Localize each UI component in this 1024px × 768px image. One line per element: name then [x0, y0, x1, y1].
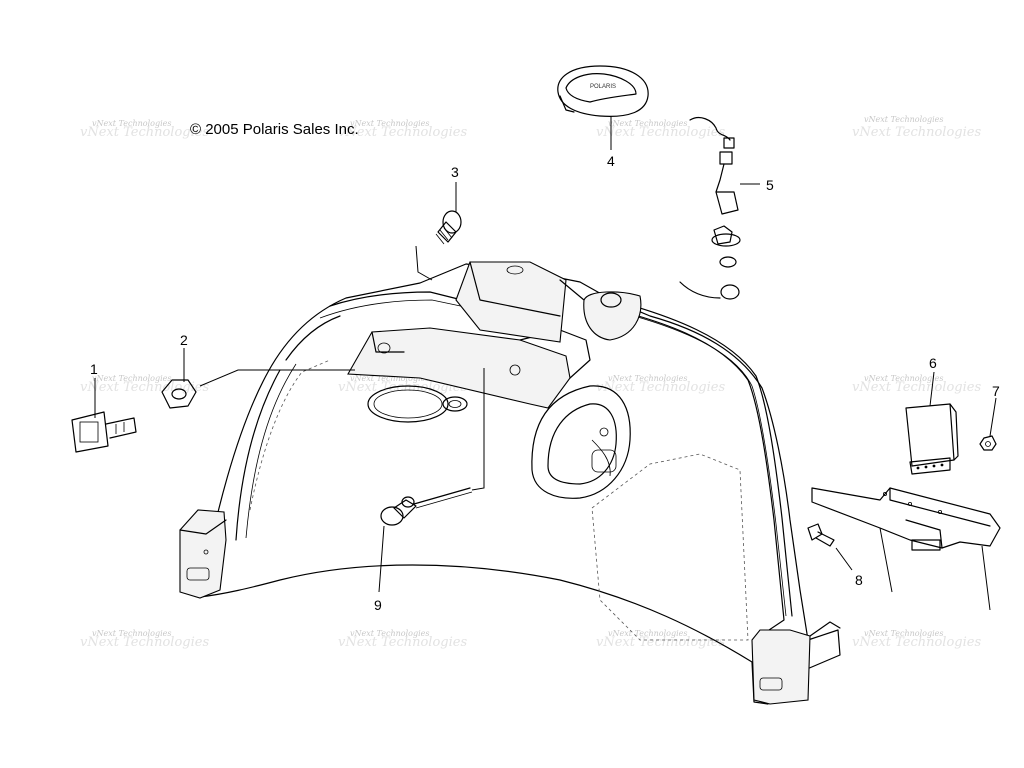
watermark-group: vNext Technologies vNext Technologies vN…: [80, 115, 981, 650]
bracket-and-bolt-part: [807, 487, 1001, 611]
callout-9: 9: [374, 597, 382, 613]
svg-text:vNext Technologies: vNext Technologies: [608, 629, 687, 638]
callout-1: 1: [90, 361, 98, 377]
rear-cowl-body: [179, 261, 841, 705]
svg-text:vNext Technologies: vNext Technologies: [852, 380, 981, 395]
strap-brand-mark: POLARIS: [590, 84, 616, 90]
svg-text:vNext Technologies: vNext Technologies: [350, 119, 429, 128]
watermark-mid-right: vNext Technologies vNext Technologies: [852, 374, 981, 395]
watermark-bottom-center: vNext Technologies vNext Technologies: [338, 629, 467, 650]
leader-lines: [94, 116, 997, 593]
watermark-bottom-right: vNext Technologies vNext Technologies: [852, 629, 981, 650]
svg-text:vNext Technologies: vNext Technologies: [80, 125, 209, 140]
callout-6: 6: [929, 355, 937, 371]
svg-text:vNext Technologies: vNext Technologies: [608, 119, 687, 128]
svg-text:vNext Technologies: vNext Technologies: [92, 374, 171, 383]
svg-text:vNext Technologies: vNext Technologies: [864, 374, 943, 383]
watermark-bottom-mid: vNext Technologies vNext Technologies: [596, 629, 725, 650]
copyright-text: © 2005 Polaris Sales Inc.: [190, 121, 359, 138]
small-nut-part: [979, 435, 997, 451]
callout-7: 7: [992, 383, 1000, 399]
svg-text:vNext Technologies: vNext Technologies: [596, 125, 725, 140]
callout-2: 2: [180, 332, 188, 348]
svg-text:vNext Technologies: vNext Technologies: [338, 125, 467, 140]
svg-text:vNext Technologies: vNext Technologies: [338, 635, 467, 650]
svg-text:vNext Technologies: vNext Technologies: [608, 374, 687, 383]
callout-3: 3: [451, 164, 459, 180]
watermark-top-mid: vNext Technologies vNext Technologies: [596, 119, 725, 140]
svg-text:vNext Technologies: vNext Technologies: [864, 629, 943, 638]
watermark-top-left: vNext Technologies vNext Technologies: [80, 119, 209, 140]
key-part: [71, 411, 137, 453]
svg-text:vNext Technologies: vNext Technologies: [350, 374, 429, 383]
watermark-mid-left: vNext Technologies vNext Technologies: [80, 374, 209, 395]
callout-labels: 1 2 3 4 5 6 7 8 9: [90, 153, 1000, 613]
callout-4: 4: [607, 153, 615, 169]
callout-8: 8: [855, 572, 863, 588]
svg-text:vNext Technologies: vNext Technologies: [596, 380, 725, 395]
module-part: [905, 403, 959, 475]
nut-part: [161, 379, 197, 409]
push-button-part: [380, 368, 485, 526]
svg-text:vNext Technologies: vNext Technologies: [80, 380, 209, 395]
strap-part: POLARIS: [557, 65, 649, 117]
callout-5: 5: [766, 177, 774, 193]
svg-text:vNext Technologies: vNext Technologies: [350, 629, 429, 638]
watermark-mid-mid: vNext Technologies vNext Technologies: [596, 374, 725, 395]
watermark-top-right: vNext Technologies vNext Technologies: [852, 115, 981, 140]
grommet-part: [415, 210, 462, 281]
svg-text:vNext Technologies: vNext Technologies: [864, 115, 943, 124]
svg-text:vNext Technologies: vNext Technologies: [596, 635, 725, 650]
fuel-cap-assembly-part: [679, 116, 741, 300]
svg-text:vNext Technologies: vNext Technologies: [92, 119, 171, 128]
watermark-bottom-left: vNext Technologies vNext Technologies: [80, 629, 209, 650]
svg-text:vNext Technologies: vNext Technologies: [80, 635, 209, 650]
svg-text:vNext Technologies: vNext Technologies: [92, 629, 171, 638]
watermark-top-center: vNext Technologies vNext Technologies: [338, 119, 467, 140]
svg-text:vNext Technologies: vNext Technologies: [852, 635, 981, 650]
svg-text:vNext Technologies: vNext Technologies: [852, 125, 981, 140]
